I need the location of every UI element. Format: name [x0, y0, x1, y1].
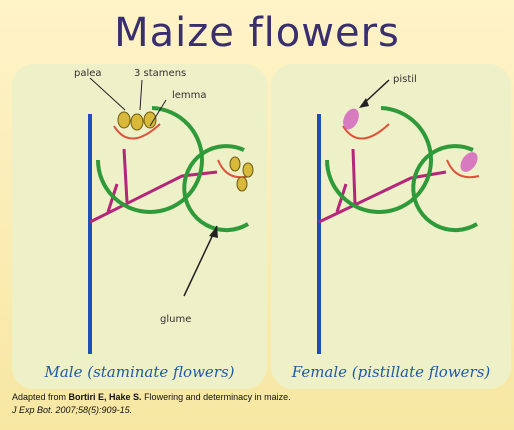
stamens-label: 3 stamens [134, 68, 186, 79]
male-pedicel-upper [124, 149, 127, 202]
pistil-label: pistil [393, 74, 417, 85]
citation: Adapted from Bortiri E, Hake S. Flowerin… [12, 391, 507, 417]
palea-label: palea [74, 68, 102, 79]
male-stamens-upper [118, 112, 156, 130]
citation-title: Flowering and determinacy in maize. [142, 392, 291, 402]
female-pistil-lower [457, 149, 481, 175]
citation-line-1: Adapted from Bortiri E, Hake S. Flowerin… [12, 391, 507, 404]
female-caption: Female (pistillate flowers) [271, 363, 511, 381]
citation-prefix: Adapted from [12, 392, 69, 402]
male-flower-diagram: palea 3 stamens lemma glume [12, 64, 267, 389]
male-stamens-lower [230, 157, 253, 191]
male-panel: palea 3 stamens lemma glume Male (stamin… [12, 64, 267, 389]
female-flower-diagram: pistil [271, 64, 511, 389]
citation-line-2: J Exp Bot. 2007;58(5):909-15. [12, 404, 507, 417]
glume-label: glume [160, 314, 191, 325]
citation-authors: Bortiri E, Hake S. [69, 392, 142, 402]
lemma-label: lemma [172, 90, 207, 101]
female-pedicel-upper [353, 149, 355, 204]
slide-title: Maize flowers [0, 10, 514, 56]
female-panel: pistil Female (pistillate flowers) [271, 64, 511, 389]
palea-pointer [90, 78, 125, 110]
stamens-pointer [140, 80, 142, 110]
male-caption: Male (staminate flowers) [12, 363, 267, 381]
